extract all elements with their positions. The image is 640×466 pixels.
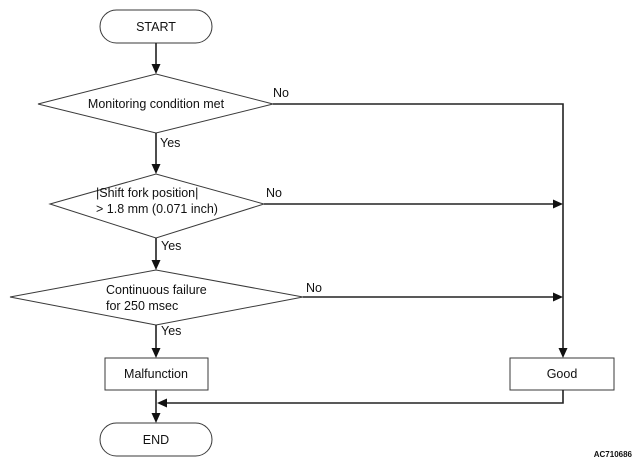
decision2-label-line2: > 1.8 mm (0.071 inch) bbox=[96, 202, 218, 216]
good-label: Good bbox=[547, 367, 578, 381]
process-good: Good bbox=[509, 357, 615, 391]
connector-decision1-no bbox=[273, 103, 564, 350]
arrowhead-decision2-yes bbox=[151, 260, 161, 270]
arrowhead-good-return bbox=[157, 398, 167, 408]
decision2-label-line1: |Shift fork position| bbox=[96, 186, 198, 200]
arrowhead-decision3-no bbox=[553, 292, 563, 302]
decision1-label: Monitoring condition met bbox=[88, 97, 225, 111]
decision2-no-label: No bbox=[266, 186, 282, 200]
process-malfunction: Malfunction bbox=[104, 357, 209, 391]
end-terminal: END bbox=[99, 422, 213, 457]
malfunction-label: Malfunction bbox=[124, 367, 188, 381]
arrowhead-decision1-no bbox=[558, 348, 568, 358]
end-label: END bbox=[143, 433, 169, 447]
decision1-yes-label: Yes bbox=[160, 136, 180, 150]
decision1-no-label: No bbox=[273, 86, 289, 100]
arrowhead-malfunction-to-end bbox=[151, 413, 161, 423]
connector-good-return bbox=[166, 390, 564, 404]
decision3-diamond bbox=[9, 269, 304, 326]
decision-shift-fork-position: |Shift fork position| > 1.8 mm (0.071 in… bbox=[48, 173, 266, 239]
start-terminal: START bbox=[99, 9, 213, 44]
decision3-label-line1: Continuous failure bbox=[106, 283, 207, 297]
figure-code: AC710686 bbox=[594, 450, 633, 459]
arrowhead-start-to-decision1 bbox=[151, 64, 161, 74]
decision3-yes-label: Yes bbox=[161, 324, 181, 338]
malfunction-box bbox=[104, 357, 209, 391]
decision2-yes-label: Yes bbox=[161, 239, 181, 253]
good-box bbox=[509, 357, 615, 391]
decision3-label-line2: for 250 msec bbox=[106, 299, 178, 313]
decision-continuous-failure: Continuous failure for 250 msec bbox=[9, 269, 304, 326]
arrowhead-decision3-yes bbox=[151, 348, 161, 358]
decision3-no-label: No bbox=[306, 281, 322, 295]
arrowhead-decision1-yes bbox=[151, 164, 161, 174]
end-shape bbox=[99, 422, 213, 457]
arrowhead-decision2-no bbox=[553, 199, 563, 209]
decision-monitoring-condition: Monitoring condition met bbox=[37, 73, 274, 134]
start-label: START bbox=[136, 20, 176, 34]
